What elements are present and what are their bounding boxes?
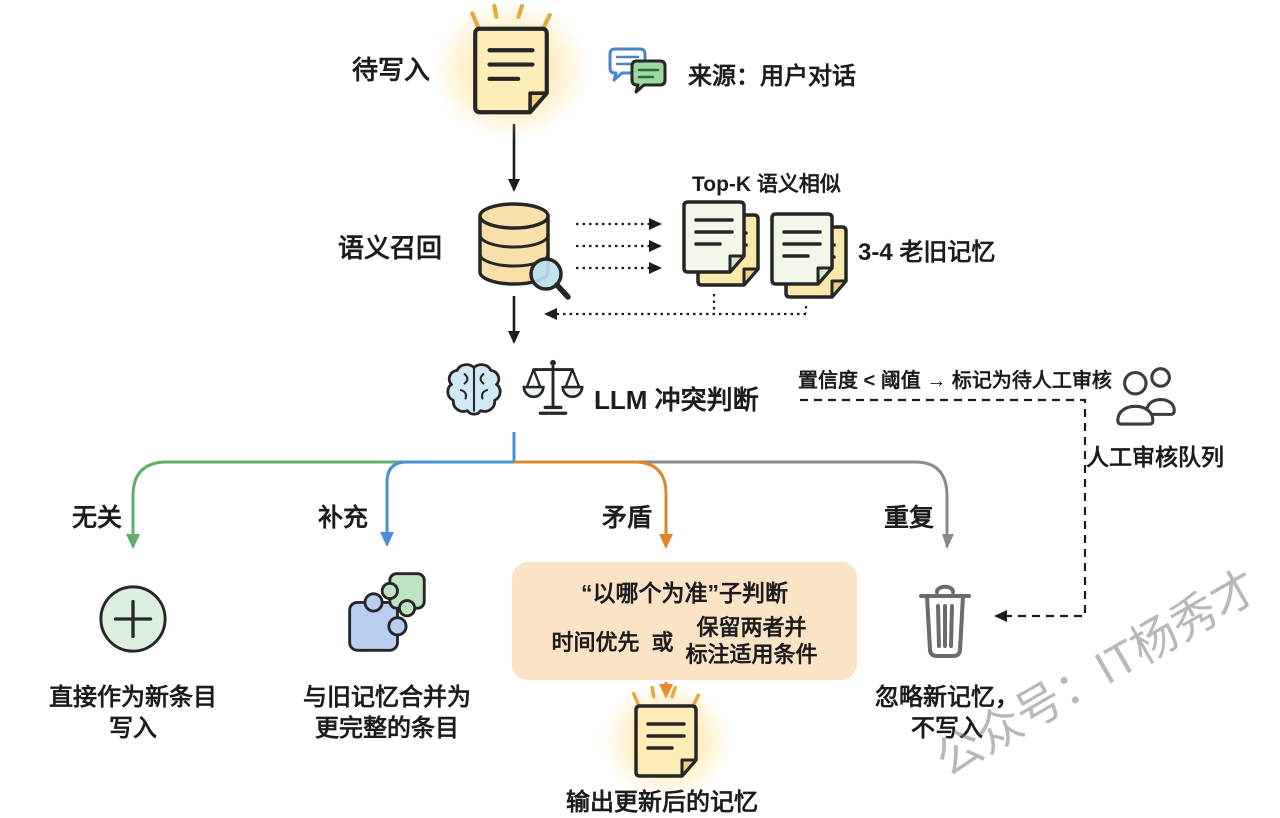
note-icon [468, 24, 554, 117]
people-icon [1110, 356, 1184, 428]
conflict-box-title: “以哪个为准”子判断 [581, 579, 788, 606]
new-memory-note-icon [432, 0, 590, 140]
branch-irrelevant-label: 无关 [72, 504, 123, 532]
chat-bubbles-icon [604, 44, 670, 100]
branch-supplement-line [380, 460, 514, 547]
irrelevant-action-caption: 直接作为新条目 写入 [28, 682, 238, 744]
balance-scale-icon [520, 356, 586, 422]
caption-line: 不写入 [911, 715, 983, 743]
note-icon [630, 702, 702, 780]
conflict-options-row: 时间优先 或 保留两者并 标注适用条件 [551, 614, 817, 669]
branch-supplement-label: 补充 [318, 504, 369, 532]
confidence-rule-label: 置信度 < 阈值 → 标记为待人工审核 [798, 370, 1112, 392]
topk-label: Top-K 语义相似 [692, 173, 841, 196]
to-write-label: 待写入 [352, 55, 431, 85]
duplicate-action-caption: 忽略新记忆， 不写入 [872, 682, 1022, 744]
supplement-action-caption: 与旧记忆合并为 更完整的条目 [292, 682, 482, 744]
memory-stack-icon [678, 198, 764, 290]
output-memory-label: 输出更新后的记忆 [566, 789, 758, 816]
conflict-option-b-line: 标注适用条件 [685, 642, 818, 667]
conflict-subjudge-box: “以哪个为准”子判断 时间优先 或 保留两者并 标注适用条件 [512, 562, 857, 680]
conflict-option-a: 时间优先 [551, 630, 640, 655]
caption-line: 直接作为新条目 [49, 684, 217, 711]
branch-duplicate-line [514, 460, 954, 549]
output-memory-note-icon [602, 682, 732, 800]
trash-icon [912, 578, 978, 662]
semantic-recall-label: 语义召回 [338, 233, 443, 263]
dotted-topk-arrows [576, 218, 662, 274]
review-queue-label: 人工审核队列 [1086, 444, 1224, 470]
conflict-or: 或 [651, 630, 674, 655]
brain-icon [444, 360, 504, 422]
memory-stack-icon [766, 210, 852, 302]
branch-duplicate-label: 重复 [884, 504, 935, 532]
conflict-option-b: 保留两者并 标注适用条件 [686, 614, 818, 669]
llm-judge-label: LLM 冲突判断 [594, 385, 759, 415]
caption-line: 与旧记忆合并为 [303, 684, 471, 711]
source-label: 来源：用户对话 [688, 63, 856, 90]
caption-line: 写入 [109, 715, 157, 743]
conflict-option-b-line: 保留两者并 [696, 614, 807, 640]
caption-line: 更完整的条目 [315, 715, 459, 743]
caption-line: 忽略新记忆， [875, 684, 1019, 711]
branch-conflict-label: 矛盾 [602, 504, 653, 532]
plus-circle-icon [96, 582, 170, 656]
old-memories-label: 3-4 老旧记忆 [858, 239, 996, 266]
database-search-icon [472, 200, 572, 302]
puzzle-icon [342, 566, 430, 658]
